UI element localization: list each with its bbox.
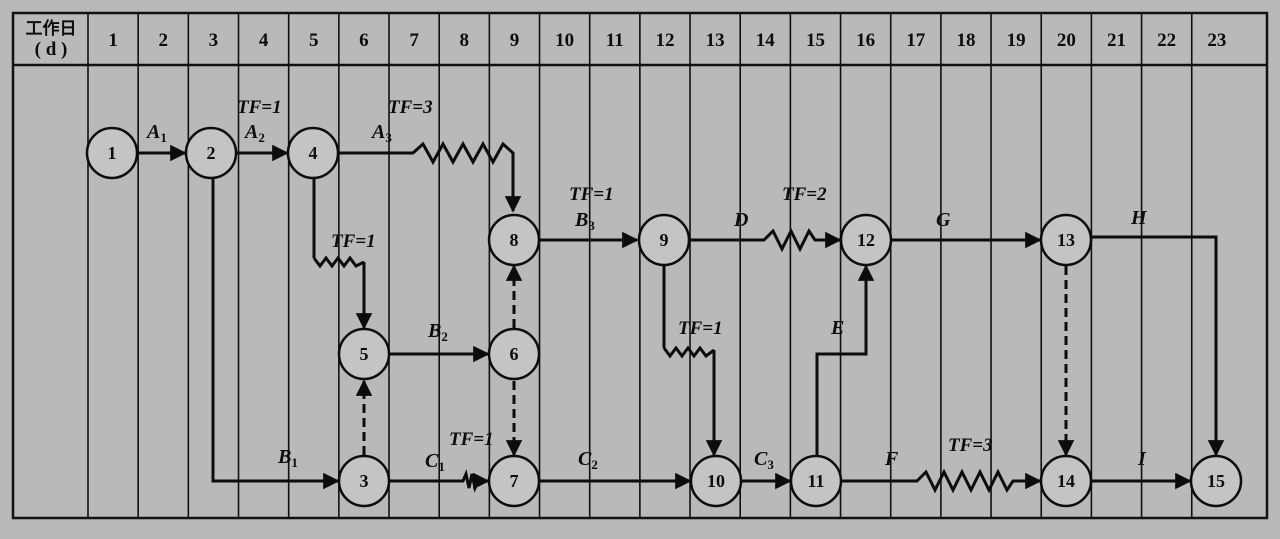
node-1: 1: [85, 126, 139, 180]
label-c3: C3: [754, 448, 774, 472]
arrow-b1: [211, 178, 340, 490]
label-f: F: [884, 448, 899, 470]
time-grid: [11, 11, 1269, 520]
node-3: 3: [337, 454, 391, 508]
day-label: 12: [655, 30, 674, 51]
label-a3: A3: [370, 121, 392, 145]
event-nodes: 1 2 3 4 5 6 7 8 9 10 11 12 13 14 15: [85, 126, 1243, 508]
label-a2: A2: [243, 121, 265, 145]
arrow-f: [841, 468, 1042, 494]
dummy-4-5: [312, 178, 364, 328]
day-label: 4: [259, 30, 269, 51]
day-label: 21: [1107, 30, 1126, 51]
tf-a2: TF=1: [237, 97, 282, 118]
day-label: 8: [460, 30, 470, 51]
day-label: 7: [409, 30, 419, 51]
dummy-arrows: [312, 178, 1075, 455]
svg-text:15: 15: [1207, 471, 1225, 491]
label-i: I: [1137, 448, 1147, 470]
tf-a3: TF=3: [388, 97, 433, 118]
day-label: 15: [806, 30, 825, 51]
day-label: 1: [108, 30, 118, 51]
label-b2: B2: [427, 320, 448, 344]
node-14: 14: [1039, 454, 1093, 508]
day-label: 10: [555, 30, 574, 51]
day-label: 16: [856, 30, 875, 51]
node-15: 15: [1189, 454, 1243, 508]
label-c1: C1: [425, 450, 445, 474]
day-label: 9: [510, 30, 520, 51]
header-title: 工作日: [26, 18, 77, 39]
day-label: 20: [1057, 30, 1076, 51]
day-label: 17: [906, 30, 926, 51]
node-10: 10: [689, 454, 743, 508]
node-5: 5: [337, 327, 391, 381]
day-label: 6: [359, 30, 369, 51]
day-label: 5: [309, 30, 319, 51]
day-label: 11: [606, 30, 624, 51]
activity-labels: A1 A2 A3 B1 B2 B3 C1 C2 C3 D E F G H I: [145, 121, 1148, 474]
day-label: 3: [209, 30, 219, 51]
arrow-a3: [338, 140, 522, 213]
day-label: 13: [706, 30, 725, 51]
label-d: D: [733, 209, 748, 231]
tf-dummy-4-5: TF=1: [331, 231, 376, 252]
svg-text:11: 11: [807, 471, 824, 491]
day-label: 23: [1207, 30, 1226, 51]
svg-text:12: 12: [857, 230, 875, 250]
node-4: 4: [286, 126, 340, 180]
svg-text:6: 6: [510, 344, 519, 364]
node-9: 9: [637, 213, 691, 267]
day-label: 22: [1157, 30, 1176, 51]
node-2: 2: [184, 126, 238, 180]
tf-dummy-9-10: TF=1: [678, 318, 723, 339]
node-7: 7: [487, 454, 541, 508]
tf-d: TF=2: [782, 184, 827, 205]
label-g: G: [936, 209, 951, 231]
svg-text:9: 9: [660, 230, 669, 250]
label-b3: B3: [574, 209, 595, 233]
arrow-c1: [390, 469, 490, 493]
node-8: 8: [487, 213, 541, 267]
float-labels: TF=1 TF=3 TF=1 TF=1 TF=2 TF=1 TF=1 TF=3: [237, 97, 993, 456]
day-label: 2: [159, 30, 169, 51]
svg-text:3: 3: [360, 471, 369, 491]
svg-text:1: 1: [108, 143, 117, 163]
day-label: 14: [756, 30, 776, 51]
tf-c1: TF=1: [449, 429, 494, 450]
node-11: 11: [789, 454, 843, 508]
svg-text:8: 8: [510, 230, 519, 250]
node-13: 13: [1039, 213, 1093, 267]
arrow-e: [815, 264, 875, 455]
label-b1: B1: [277, 446, 298, 470]
activity-arrows: [138, 140, 1225, 494]
label-h: H: [1130, 207, 1148, 229]
svg-text:2: 2: [207, 143, 216, 163]
dummy-9-10: [662, 266, 714, 455]
label-a1: A1: [145, 121, 167, 145]
day-label: 18: [956, 30, 975, 51]
label-c2: C2: [578, 448, 598, 472]
arrow-h: [1092, 235, 1225, 457]
node-12: 12: [839, 213, 893, 267]
svg-text:10: 10: [707, 471, 725, 491]
tf-f: TF=3: [948, 435, 993, 456]
svg-text:4: 4: [309, 143, 318, 163]
svg-text:14: 14: [1057, 471, 1075, 491]
svg-text:13: 13: [1057, 230, 1075, 250]
svg-text:5: 5: [360, 344, 369, 364]
svg-text:7: 7: [510, 471, 519, 491]
tf-b3: TF=1: [569, 184, 614, 205]
day-label: 19: [1007, 30, 1026, 51]
node-6: 6: [487, 327, 541, 381]
label-e: E: [830, 317, 844, 339]
header-unit: ( d ): [35, 39, 68, 60]
arrow-d: [690, 227, 842, 253]
